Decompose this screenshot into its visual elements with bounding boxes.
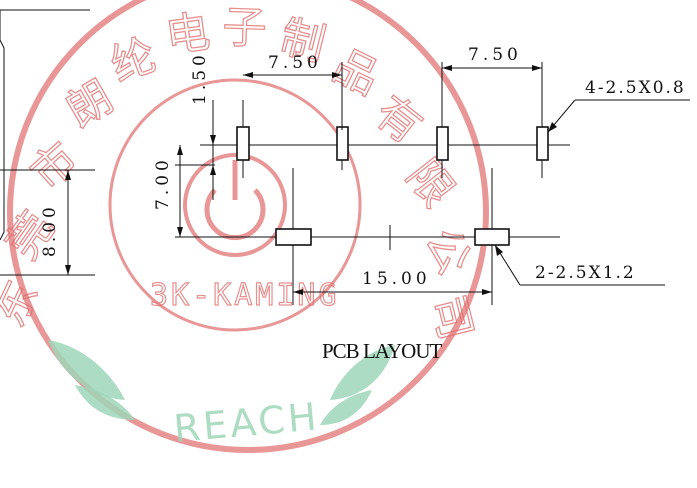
pad-bottom-1: [275, 228, 312, 246]
pads: [236, 126, 549, 246]
wm-char-11: 限: [396, 150, 463, 216]
dim-overall-height: 8.00: [40, 170, 71, 275]
dim-7-50-left: 7.50: [268, 53, 322, 73]
wm-char-4: 朗: [58, 71, 122, 137]
leaf-left-upper: [48, 340, 125, 400]
watermark-seal: 东 莞 市 朗 纶 电 子 制 品 有 限 公 司 3K-KAMING REAC…: [0, 0, 489, 453]
leaf-right-lower: [320, 390, 372, 425]
seal-inner-ring: [108, 78, 362, 332]
wm-char-7: 子: [222, 2, 268, 55]
wm-char-6: 电: [162, 6, 213, 63]
partial-component-left: [0, 9, 95, 276]
dim-pitch-top: 7.50: [243, 53, 343, 130]
callout-4-2-5x0-8: 4-2.5X0.8: [585, 78, 686, 98]
pad-top-3: [436, 126, 449, 161]
wm-char-5: 纶: [104, 29, 163, 92]
dim-7-50-right: 7.50: [468, 45, 522, 65]
seal-outer-ring: [7, 0, 489, 453]
dim-15-00: 15.00: [362, 269, 431, 289]
wm-char-13: 司: [421, 290, 481, 345]
dim-8-00: 8.00: [40, 203, 60, 257]
seal-logo-ring: [183, 153, 287, 257]
dim-bottom-span: 15.00: [293, 269, 492, 295]
wm-char-3: 市: [21, 133, 88, 200]
wm-brand: 3K-KAMING: [150, 278, 340, 313]
pad-top-1: [236, 126, 250, 161]
dim-offset-vertical: 1.50: [190, 51, 216, 175]
pad-bottom-2: [474, 228, 510, 246]
seal-power-icon: [204, 188, 266, 241]
callout-2-2-5x1-2: 2-2.5X1.2: [535, 263, 636, 283]
drawing-title: PCB LAYOUT: [322, 339, 443, 363]
wm-char-10: 有: [365, 86, 431, 153]
dim-1-50: 1.50: [190, 51, 210, 105]
callout-bottom-pads: 2-2.5X1.2: [494, 244, 665, 286]
dim-pitch-top-right: 7.50: [442, 45, 542, 71]
pad-top-2: [336, 126, 349, 161]
dim-7-00: 7.00: [153, 156, 173, 210]
wm-char-9: 品: [325, 40, 387, 105]
leaf-right-upper: [330, 345, 395, 400]
callout-top-pads: 4-2.5X0.8: [547, 78, 690, 133]
pad-top-4: [536, 126, 549, 161]
dim-row-spacing: 7.00: [153, 145, 183, 237]
leaf-left-lower: [75, 385, 135, 420]
